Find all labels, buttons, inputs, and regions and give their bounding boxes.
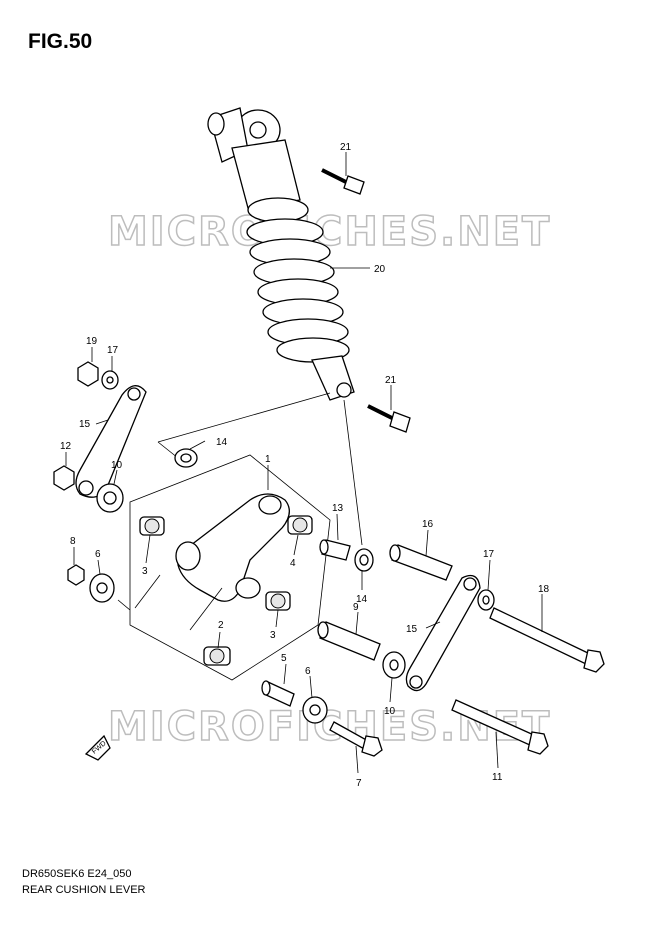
washer-17-right (477, 589, 495, 611)
label-7: 7 (356, 778, 362, 789)
label-16: 16 (422, 519, 434, 530)
label-2: 2 (218, 620, 224, 631)
model-code: DR650SEK6 E24_050 (22, 868, 132, 880)
rear-shock-absorber (207, 107, 355, 401)
nut-12 (53, 465, 75, 491)
label-18: 18 (538, 584, 550, 595)
label-17-right: 17 (483, 549, 495, 560)
figure-title: FIG.50 (28, 30, 93, 53)
washer-14-right (354, 548, 374, 572)
washer-10-right (382, 651, 406, 679)
bolt-11 (451, 699, 549, 755)
label-6-right: 6 (305, 666, 311, 677)
label-3-left: 3 (142, 566, 148, 577)
label-4: 4 (290, 558, 296, 569)
washer-14-top (174, 448, 198, 468)
washer-6-left (89, 573, 115, 603)
section-name: REAR CUSHION LEVER (22, 884, 146, 896)
forward-direction-arrow: FWD (84, 734, 111, 761)
label-11: 11 (492, 772, 503, 783)
label-10-left: 10 (111, 460, 123, 471)
label-12: 12 (60, 441, 72, 452)
label-1: 1 (265, 454, 271, 465)
label-19: 19 (86, 336, 98, 347)
nut-19 (77, 361, 99, 387)
washer-6-right (302, 696, 328, 724)
label-14-right: 14 (356, 594, 368, 605)
cushion-rod-15-left (75, 385, 147, 498)
label-8: 8 (70, 536, 76, 547)
lever-assembly-outline (129, 454, 331, 681)
bearing-4 (287, 515, 313, 535)
label-9: 9 (353, 602, 359, 613)
leader-lines (65, 152, 543, 774)
watermark-top: MICROFICHES.NET (108, 209, 551, 255)
watermark-bottom: MICROFICHES.NET (108, 704, 551, 750)
label-20: 20 (374, 264, 386, 275)
shock-spring (246, 218, 350, 363)
nut-8 (67, 564, 85, 586)
label-21-top: 21 (340, 142, 352, 153)
part-number-labels: 21 20 21 19 17 15 12 10 14 1 8 6 3 4 3 2… (60, 142, 550, 789)
label-3-lower: 3 (270, 630, 276, 641)
bolt-7 (329, 721, 383, 757)
bolt-21-bottom (367, 404, 411, 433)
label-21-bottom: 21 (385, 375, 397, 386)
bearing-3-upper (139, 516, 165, 536)
label-15-right: 15 (406, 624, 418, 635)
label-10-right: 10 (384, 706, 396, 717)
label-13: 13 (332, 503, 344, 514)
label-6-left: 6 (95, 549, 101, 560)
bearing-2 (203, 646, 231, 666)
washer-17-left (101, 370, 119, 390)
spacer-5 (261, 680, 295, 707)
bolt-21-top (321, 168, 365, 195)
spacer-16 (389, 544, 453, 581)
label-5: 5 (281, 653, 287, 664)
spacer-9 (317, 621, 381, 661)
cushion-rod-15-right (405, 574, 481, 692)
bolt-18 (489, 607, 605, 673)
label-14-top: 14 (216, 437, 228, 448)
label-17-left: 17 (107, 345, 119, 356)
washer-10-left (96, 483, 124, 513)
label-15-left: 15 (79, 419, 91, 430)
spacer-13 (319, 539, 351, 561)
cushion-lever (175, 493, 290, 602)
bearing-3-lower (265, 591, 291, 611)
